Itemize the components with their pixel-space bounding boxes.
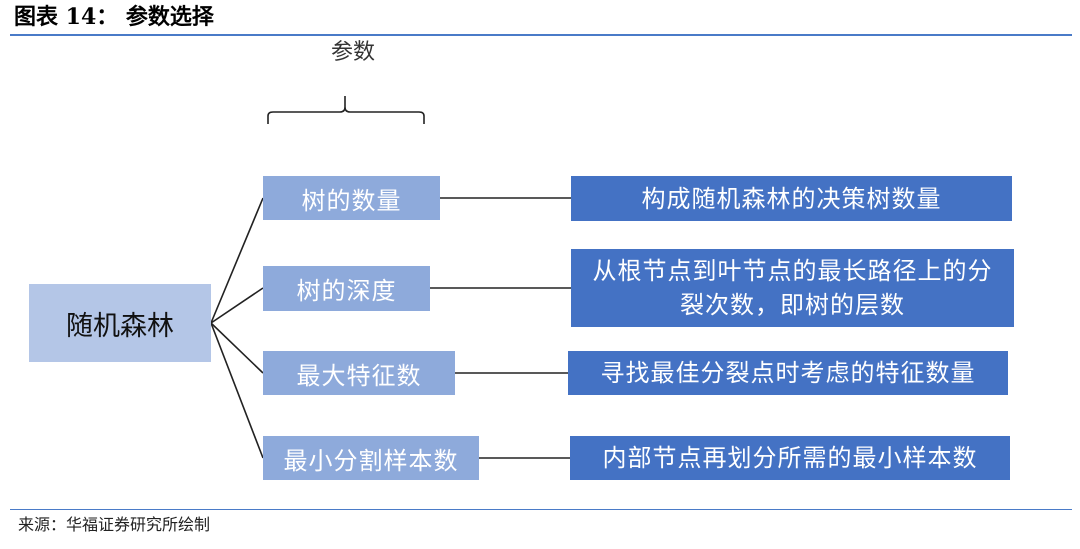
- param-node-max-features: 最大特征数: [263, 351, 455, 395]
- param-node-tree-count: 树的数量: [263, 176, 440, 220]
- root-connector-4: [210, 322, 264, 459]
- brace-label: 参数: [330, 40, 375, 65]
- param-node-tree-depth: 树的深度: [263, 266, 430, 311]
- root-connector-1: [210, 197, 264, 324]
- bottom-divider: [10, 509, 1072, 510]
- root-connector-2: [210, 287, 264, 324]
- param-node-min-split-samples: 最小分割样本数: [263, 436, 479, 480]
- root-node: 随机森林: [29, 284, 211, 362]
- top-divider: [10, 34, 1072, 36]
- description-max-features: 寻找最佳分裂点时考虑的特征数量: [568, 351, 1008, 395]
- source-note: 来源：华福证券研究所绘制: [18, 515, 211, 534]
- description-tree-depth: 从根节点到叶节点的最长路径上的分裂次数，即树的层数: [571, 249, 1014, 327]
- root-connector-3: [210, 322, 264, 374]
- figure-title: 图表 14： 参数选择: [14, 4, 214, 30]
- brace: [267, 96, 425, 124]
- description-min-split-samples: 内部节点再划分所需的最小样本数: [570, 436, 1010, 480]
- description-tree-count: 构成随机森林的决策树数量: [571, 176, 1012, 221]
